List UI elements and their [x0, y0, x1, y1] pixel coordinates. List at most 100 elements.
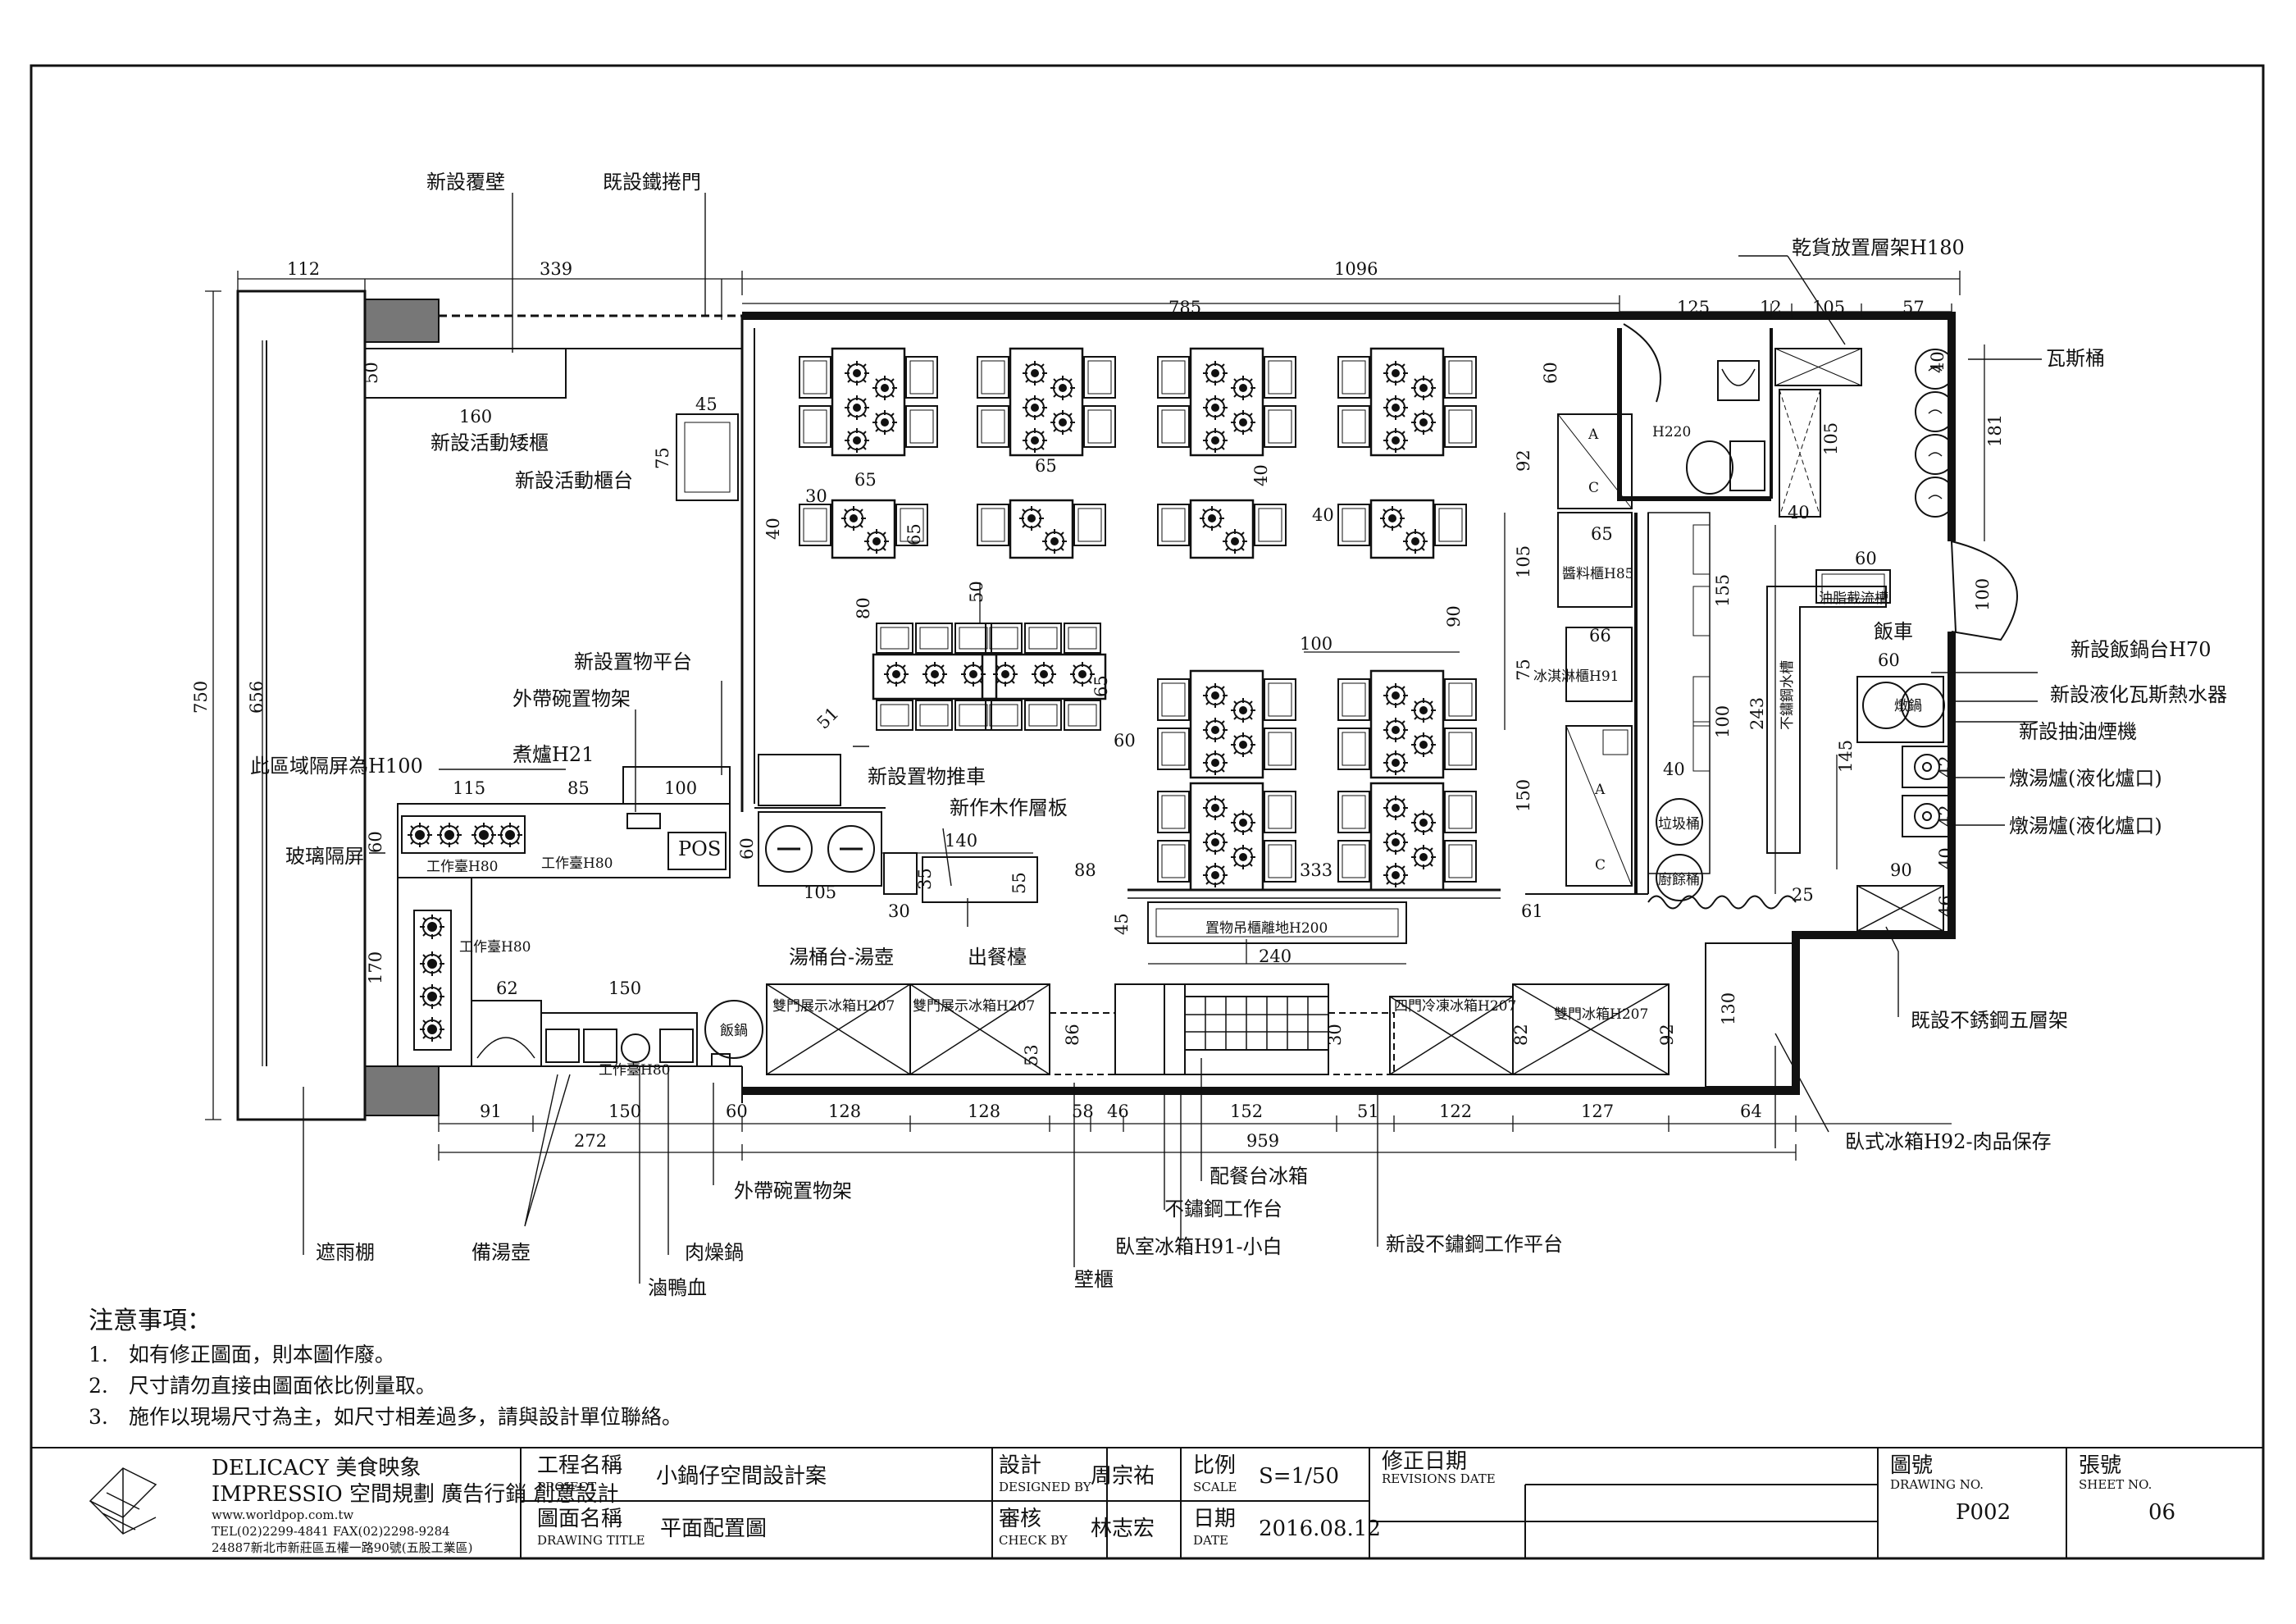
drawing-title-label: 圖面名稱	[537, 1507, 622, 1531]
label-work-h80-2: 工作臺H80	[541, 855, 613, 872]
dim-75b: 75	[1514, 659, 1533, 681]
label-new-trolley: 新設置物推車	[868, 765, 986, 788]
label-duck-blood: 滷鴨血	[648, 1276, 707, 1299]
dim-105d: 105	[804, 883, 836, 902]
dim-b152: 152	[1230, 1102, 1263, 1121]
dim-30c: 30	[1325, 1024, 1345, 1046]
label-door-a1: A	[1588, 427, 1599, 443]
label-meat-pot: 肉燥鍋	[685, 1241, 744, 1264]
date-label: 日期	[1193, 1507, 1236, 1531]
dim-155: 155	[1713, 574, 1733, 607]
designer-value: 周宗祐	[1091, 1464, 1155, 1489]
dim-105c: 105	[1821, 422, 1841, 455]
label-new-exhaust: 新設抽油煙機	[2019, 720, 2137, 743]
scale-value: S=1/50	[1259, 1464, 1339, 1489]
label-sauce-cabinet: 醬料櫃H85	[1562, 566, 1633, 582]
dim-45b: 45	[1112, 913, 1132, 935]
dim-90: 90	[1444, 605, 1464, 627]
dim-750: 750	[191, 681, 211, 714]
revision-label: 修正日期	[1382, 1449, 1467, 1474]
dim-30b: 30	[888, 901, 910, 921]
dim-b58: 58	[1072, 1102, 1094, 1121]
drawing-no-label: 圖號	[1890, 1453, 1933, 1478]
dim-115: 115	[453, 778, 485, 798]
dim-66: 66	[1589, 626, 1611, 645]
dim-140: 140	[945, 831, 977, 851]
dim-42b: 42	[1936, 805, 1956, 827]
dim-240: 240	[1259, 947, 1292, 966]
dim-100c: 100	[1973, 578, 1993, 611]
dim-42a: 42	[1936, 755, 1956, 778]
dim-65e: 65	[1591, 524, 1613, 544]
label-work-h80-4: 工作臺H80	[599, 1062, 670, 1079]
label-existing-ss-rack: 既設不銹鋼五層架	[1911, 1009, 2068, 1032]
dim-53: 53	[1022, 1044, 1041, 1066]
label-hanging-cabinet: 置物吊櫃離地H200	[1205, 920, 1328, 937]
dim-b122: 122	[1439, 1102, 1472, 1121]
dim-86: 86	[1063, 1024, 1082, 1046]
scale-label: 比例	[1193, 1453, 1236, 1478]
dim-80: 80	[854, 597, 873, 619]
dim-1096: 1096	[1334, 259, 1378, 279]
dim-b272: 272	[574, 1131, 607, 1151]
drawing-no-label-en: DRAWING NO.	[1890, 1477, 1984, 1492]
project-label: 工程名稱	[537, 1453, 622, 1478]
drawing-title-label-en: DRAWING TITLE	[537, 1533, 645, 1548]
dim-b46: 46	[1107, 1102, 1129, 1121]
label-soup-stove-1: 燉湯爐(液化爐口)	[2009, 767, 2162, 790]
drawing-no-value: P002	[1956, 1500, 2011, 1525]
dim-b64: 64	[1740, 1102, 1762, 1121]
dim-40f: 40	[1936, 847, 1956, 869]
company-phone: TEL(02)2299-4841 FAX(02)2298-9284	[212, 1524, 450, 1539]
dim-b128a: 128	[828, 1102, 861, 1121]
sheet-no-label-en: SHEET NO.	[2079, 1477, 2152, 1492]
checker-value: 林志宏	[1091, 1517, 1155, 1541]
dim-60a: 60	[1114, 731, 1136, 750]
dim-b51: 51	[1357, 1102, 1379, 1121]
dim-62: 62	[496, 979, 518, 998]
dim-40g: 40	[1663, 760, 1685, 779]
dimension-labels: 112 339 1096 785 125 12 105 57 50 160 45…	[191, 259, 2005, 1151]
company-website: www.worldpop.com.tw	[212, 1508, 353, 1522]
note-item-3: 3. 施作以現場尺寸為主，如尺寸相差過多，請與設計單位聯絡。	[89, 1405, 682, 1429]
dim-b91: 91	[480, 1102, 502, 1121]
label-kitchen-waste: 廚餘桶	[1658, 871, 1700, 888]
dim-40c: 40	[1312, 505, 1334, 525]
dim-50: 50	[362, 362, 381, 384]
label-new-ss-platform: 新設不鏽鋼工作平台	[1386, 1233, 1563, 1256]
dimension-lines	[205, 271, 1985, 1161]
dim-b128b: 128	[968, 1102, 1000, 1121]
dim-100d: 100	[664, 778, 697, 798]
label-new-wall-cover: 新設覆壁	[426, 171, 505, 194]
dim-65a: 65	[1035, 456, 1057, 476]
dim-61: 61	[1521, 901, 1543, 921]
dim-51: 51	[813, 704, 843, 733]
dim-60c: 60	[1855, 549, 1877, 568]
company-logo	[89, 1467, 157, 1535]
label-lying-fridge-meat: 臥式冰箱H92-肉品保存	[1845, 1130, 2052, 1153]
dim-82: 82	[1511, 1024, 1531, 1046]
label-display-fridge-2: 雙門展示冰箱H207	[913, 998, 1035, 1015]
label-display-fridge-1: 雙門展示冰箱H207	[772, 998, 895, 1015]
dim-12: 12	[1760, 298, 1782, 317]
dim-60f: 60	[366, 831, 385, 853]
dining-tables	[800, 349, 1476, 890]
dim-b127: 127	[1581, 1102, 1614, 1121]
label-glass-partition: 玻璃隔屏	[285, 845, 364, 868]
dim-60b: 60	[1541, 362, 1560, 384]
dim-105b: 105	[1514, 545, 1533, 578]
dim-40a: 40	[763, 518, 783, 540]
dim-85: 85	[567, 778, 590, 798]
sheet-no-label: 張號	[2079, 1453, 2121, 1478]
dim-b959: 959	[1246, 1131, 1279, 1151]
dim-181: 181	[1985, 414, 2005, 447]
label-door-a2: A	[1594, 782, 1606, 798]
label-door-c1: C	[1588, 480, 1599, 496]
label-rice-pot: 飯鍋	[720, 1023, 748, 1039]
plan-labels: 新設覆壁 既設鐵捲門 乾貨放置層架H180 瓦斯桶 新設活動矮櫃 新設活動櫃台 …	[250, 171, 2227, 1299]
label-partition-h100: 此區域隔屏為H100	[250, 755, 423, 778]
note-item-1: 1. 如有修正圖面，則本圖作廢。	[89, 1343, 395, 1366]
dim-339: 339	[540, 259, 572, 279]
label-ss-sink: 不鏽鋼水槽	[1779, 660, 1796, 730]
designer-label: 設計	[999, 1453, 1041, 1478]
